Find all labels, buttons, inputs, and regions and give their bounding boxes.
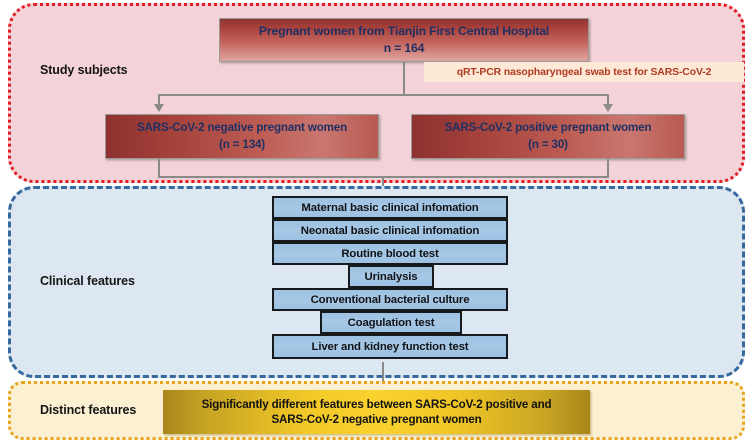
connector-clinical-drop — [382, 362, 384, 385]
connector-right-drop — [607, 94, 609, 106]
clinical-feature-box-liver-kidney-function: Liver and kidney function test — [272, 334, 508, 359]
clinical-feature-label: Conventional bacterial culture — [310, 293, 470, 306]
cohort-box-line1: Pregnant women from Tianjin First Centra… — [258, 23, 550, 38]
group-box-positive-line2: (n = 30) — [528, 137, 568, 151]
clinical-feature-label: Maternal basic clinical infomation — [301, 201, 479, 214]
clinical-feature-box-bacterial-culture: Conventional bacterial culture — [272, 288, 508, 311]
clinical-feature-box-maternal-info: Maternal basic clinical infomation — [272, 196, 508, 219]
clinical-feature-label: Urinalysis — [364, 270, 418, 283]
connector-left-drop — [158, 94, 160, 106]
cohort-box-line2: n = 164 — [383, 41, 425, 55]
result-box-line1: Significantly different features between… — [201, 397, 552, 411]
connector-merge-stem — [382, 176, 384, 195]
pcr-test-annotation: qRT-PCR nasopharyngeal swab test for SAR… — [424, 62, 744, 82]
group-box-positive: SARS-CoV-2 positive pregnant women (n = … — [411, 114, 685, 159]
clinical-feature-label: Routine blood test — [341, 247, 439, 260]
group-box-negative-line1: SARS-CoV-2 negative pregnant women — [136, 121, 348, 135]
clinical-feature-box-urinalysis: Urinalysis — [348, 265, 434, 288]
connector-cohort-stem — [403, 62, 405, 95]
result-box-line2: SARS-CoV-2 negative pregnant women — [271, 413, 482, 426]
clinical-feature-box-routine-blood-test: Routine blood test — [272, 242, 508, 265]
clinical-feature-label: Liver and kidney function test — [311, 340, 469, 353]
arrowhead-to-positive-group — [603, 104, 613, 112]
group-box-positive-line1: SARS-CoV-2 positive pregnant women — [444, 121, 652, 135]
panel-label-study-subjects: Study subjects — [40, 63, 128, 77]
group-box-negative-line2: (n = 134) — [218, 137, 265, 151]
clinical-feature-label: Coagulation test — [347, 316, 435, 329]
panel-label-distinct-features: Distinct features — [40, 403, 137, 417]
clinical-feature-box-coagulation-test: Coagulation test — [320, 311, 462, 334]
connector-positive-drop — [607, 159, 609, 178]
arrowhead-to-negative-group — [154, 104, 164, 112]
cohort-box: Pregnant women from Tianjin First Centra… — [219, 18, 589, 62]
clinical-feature-box-neonatal-info: Neonatal basic clinical infomation — [272, 219, 508, 242]
group-box-negative: SARS-CoV-2 negative pregnant women (n = … — [105, 114, 379, 159]
connector-negative-drop — [158, 159, 160, 178]
connector-split-bar — [158, 94, 609, 96]
panel-label-clinical-features: Clinical features — [40, 274, 135, 288]
result-box: Significantly different features between… — [163, 390, 590, 434]
clinical-feature-label: Neonatal basic clinical infomation — [300, 224, 480, 237]
